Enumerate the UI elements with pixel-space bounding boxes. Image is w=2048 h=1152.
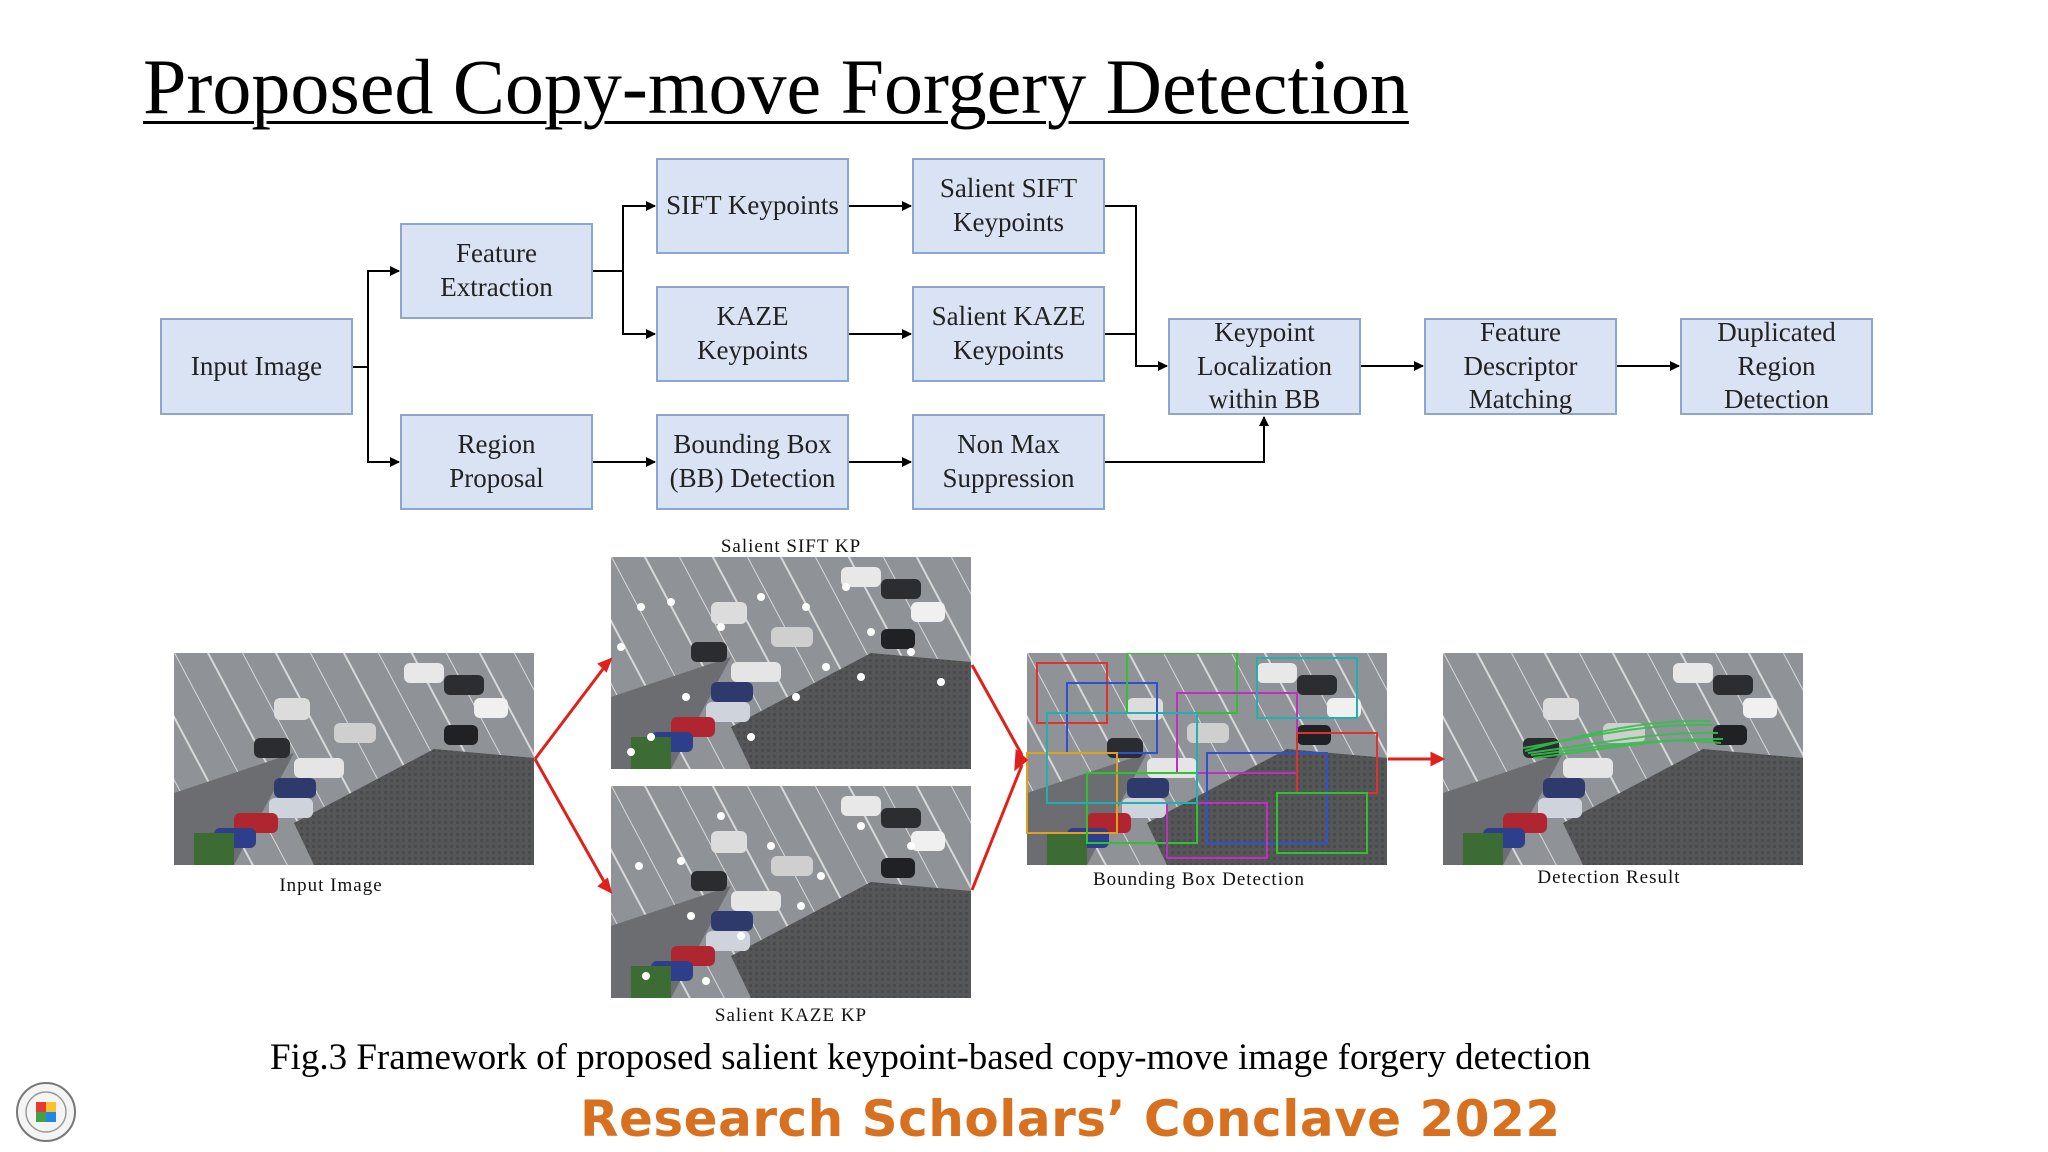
arrow-input-to-region xyxy=(367,367,400,467)
figure-caption: Fig.3 Framework of proposed salient keyp… xyxy=(270,1037,1591,1078)
conference-footer: Research Scholars’ Conclave 2022 xyxy=(580,1090,1561,1148)
caption-bounding-box-detection: Bounding Box Detection xyxy=(1093,869,1305,890)
flowchart-connectors xyxy=(353,201,1680,467)
node-feature-extraction: Feature Extraction xyxy=(400,223,593,319)
arrow-salient-sift-to-localization xyxy=(1105,205,1168,371)
node-feature-descriptor-matching-label: Feature Descriptor Matching xyxy=(1463,316,1578,415)
node-non-max-suppression-label: Non Max Suppression xyxy=(942,429,1075,493)
photo-bounding-box-detection xyxy=(1026,653,1387,865)
node-sift-keypoints: SIFT Keypoints xyxy=(656,158,849,254)
node-duplicated-region-detection: Duplicated Region Detection xyxy=(1680,316,1873,415)
photo-detection-result xyxy=(1443,653,1803,865)
node-keypoint-localization: Keypoint Localization within BB xyxy=(1168,316,1361,415)
node-salient-kaze-keypoints: Salient KAZE Keypoints xyxy=(912,286,1105,382)
node-bounding-box-detection-label: Bounding Box (BB) Detection xyxy=(669,429,836,493)
node-non-max-suppression: Non Max Suppression xyxy=(912,414,1105,510)
node-kaze-keypoints: KAZE Keypoints xyxy=(656,286,849,382)
slide-title: Proposed Copy-move Forgery Detection xyxy=(143,43,1409,130)
node-keypoint-localization-label: Keypoint Localization within BB xyxy=(1197,316,1332,415)
caption-detection-result: Detection Result xyxy=(1537,867,1681,888)
caption-salient-kaze-kp: Salient KAZE KP xyxy=(714,1005,868,1026)
node-region-proposal-label: Region Proposal xyxy=(449,429,544,493)
institute-logo-icon xyxy=(14,1080,78,1149)
node-feature-extraction-label: Feature Extraction xyxy=(440,238,553,302)
photo-input-image xyxy=(174,653,534,865)
caption-salient-sift-kp: Salient SIFT KP xyxy=(720,536,862,557)
caption-input-image: Input Image xyxy=(279,875,383,896)
arrow-feature-to-kaze xyxy=(622,271,656,339)
node-feature-descriptor-matching: Feature Descriptor Matching xyxy=(1424,316,1617,415)
arrow-feature-to-sift xyxy=(593,201,656,272)
node-region-proposal: Region Proposal xyxy=(400,414,593,510)
node-salient-sift-keypoints-label: Salient SIFT Keypoints xyxy=(939,173,1078,237)
node-duplicated-region-detection-label: Duplicated Region Detection xyxy=(1717,316,1836,415)
arrow-input-to-feature xyxy=(353,266,400,368)
node-kaze-keypoints-label: KAZE Keypoints xyxy=(697,301,808,365)
node-input-image: Input Image xyxy=(160,318,353,415)
node-salient-kaze-keypoints-label: Salient KAZE Keypoints xyxy=(931,301,1086,365)
photo-salient-kaze-kp xyxy=(611,786,971,998)
photo-salient-sift-kp xyxy=(611,557,971,769)
node-bounding-box-detection: Bounding Box (BB) Detection xyxy=(656,414,849,510)
node-salient-sift-keypoints: Salient SIFT Keypoints xyxy=(912,158,1105,254)
arrow-nms-to-localization xyxy=(1105,416,1269,463)
